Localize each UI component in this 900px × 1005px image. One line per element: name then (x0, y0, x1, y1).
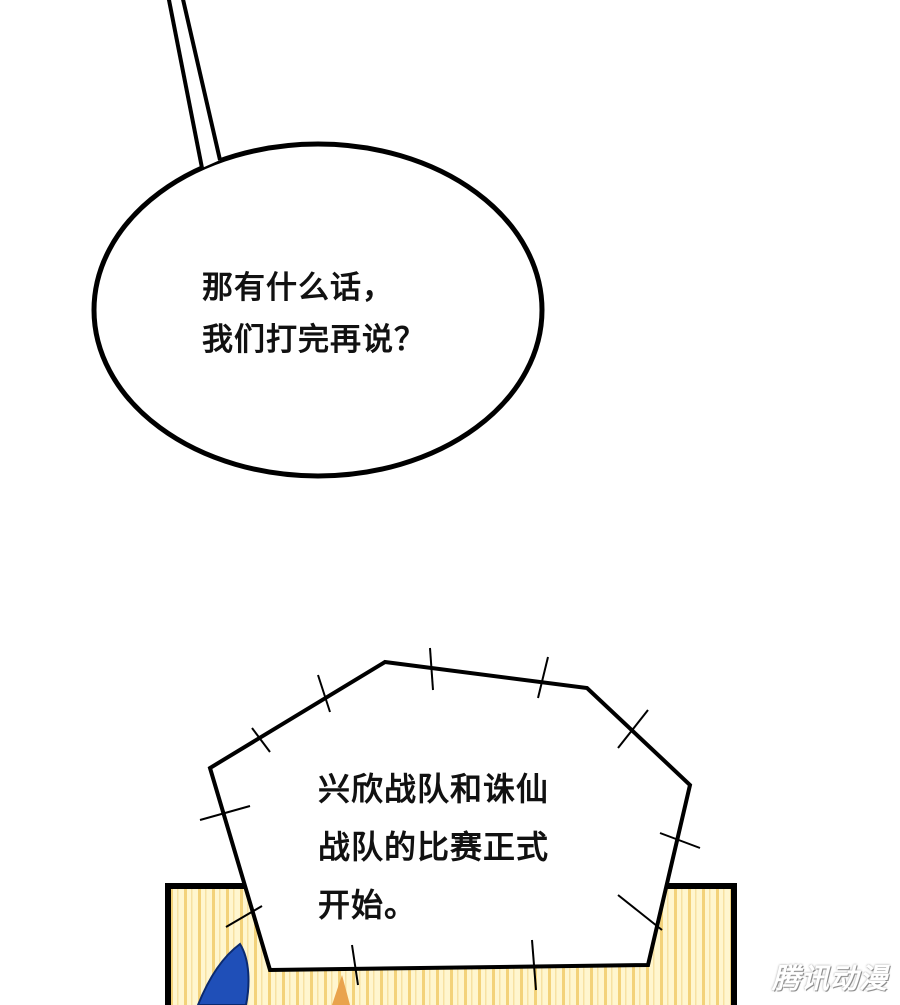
speech-bubble-text: 那有什么话， 我们打完再说？ (202, 262, 426, 366)
narration-box-ticks (199, 647, 701, 991)
narration-line-3: 开始。 (318, 886, 418, 924)
prop-shape (332, 975, 350, 1005)
speech-line-1: 那有什么话， (202, 270, 394, 306)
watermark-logo: 腾讯动漫 (771, 962, 888, 995)
speech-line-2: 我们打完再说？ (202, 322, 426, 358)
narration-line-2: 战队的比赛正式 (318, 828, 550, 866)
narration-text: 兴欣战队和诛仙 战队的比赛正式 开始。 (318, 760, 549, 934)
character-hair-shape (196, 942, 250, 1005)
speech-bubble (91, 0, 545, 479)
narration-line-1: 兴欣战队和诛仙 (318, 770, 550, 808)
narration-box (199, 647, 701, 991)
